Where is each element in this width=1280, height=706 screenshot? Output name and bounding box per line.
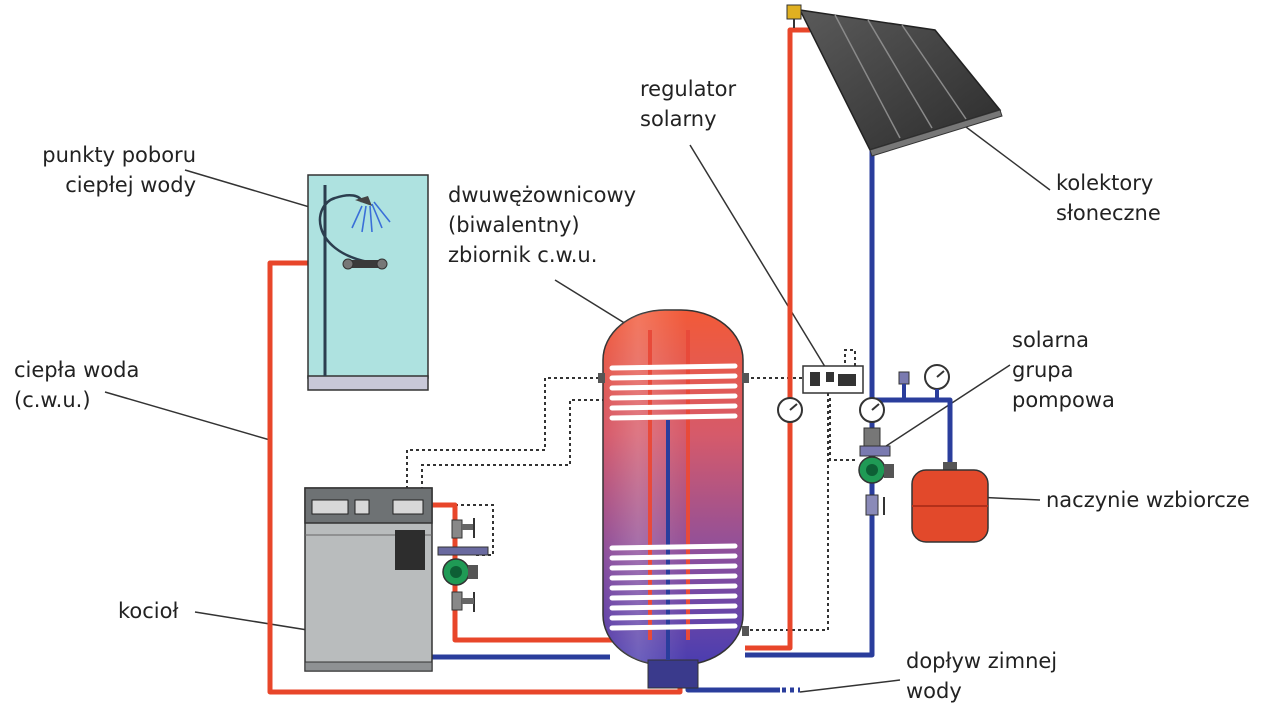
expansion-vessel bbox=[911, 462, 989, 543]
boiler-pump-group bbox=[437, 518, 489, 612]
gauge-icon bbox=[924, 364, 950, 400]
leader-hot-water bbox=[104, 391, 271, 441]
leader-boiler bbox=[194, 611, 321, 633]
label-boiler: kocioł bbox=[118, 599, 179, 623]
gauge-icon bbox=[777, 397, 803, 423]
boiler bbox=[304, 487, 433, 672]
leader-solar-regulator bbox=[689, 144, 831, 376]
shower-mixer bbox=[345, 260, 385, 268]
upper-heat-exchanger-coil bbox=[609, 363, 738, 421]
label-collectors: kolektory słoneczne bbox=[1056, 171, 1161, 225]
shower-head-icon bbox=[351, 196, 391, 233]
label-hot-water: ciepła woda (c.w.u.) bbox=[14, 358, 140, 412]
air-vent-icon bbox=[898, 371, 910, 400]
leader-pump-group bbox=[879, 364, 1011, 451]
label-expansion-vessel: naczynie wzbiorcze bbox=[1046, 488, 1250, 512]
solar-pump-group bbox=[858, 427, 894, 516]
shower-hose bbox=[318, 193, 369, 264]
label-hot-water-points: punkty poboru ciepłej wody bbox=[42, 143, 196, 197]
solar-flow-pipe bbox=[745, 27, 810, 651]
shower-cabin bbox=[307, 174, 429, 391]
label-cold-water-inlet: dopływ zimnej wody bbox=[906, 649, 1058, 703]
solar-collectors bbox=[786, 4, 1003, 157]
label-solar-regulator: regulator solarny bbox=[640, 77, 737, 131]
label-pump-group: solarna grupa pompowa bbox=[1012, 328, 1115, 412]
solar-regulator bbox=[802, 365, 864, 394]
leader-cold-water bbox=[799, 679, 901, 693]
cold-inlet-pipe bbox=[685, 660, 780, 693]
pressure-gauges bbox=[777, 364, 950, 423]
storage-tank bbox=[598, 309, 749, 689]
solar-return-pipe bbox=[745, 145, 875, 658]
label-tank: dwuwężownicowy (biwalentny) zbiornik c.w… bbox=[448, 183, 637, 267]
lower-heat-exchanger-coil bbox=[609, 543, 738, 631]
gauge-icon bbox=[859, 397, 885, 423]
expansion-pipe bbox=[872, 397, 953, 470]
